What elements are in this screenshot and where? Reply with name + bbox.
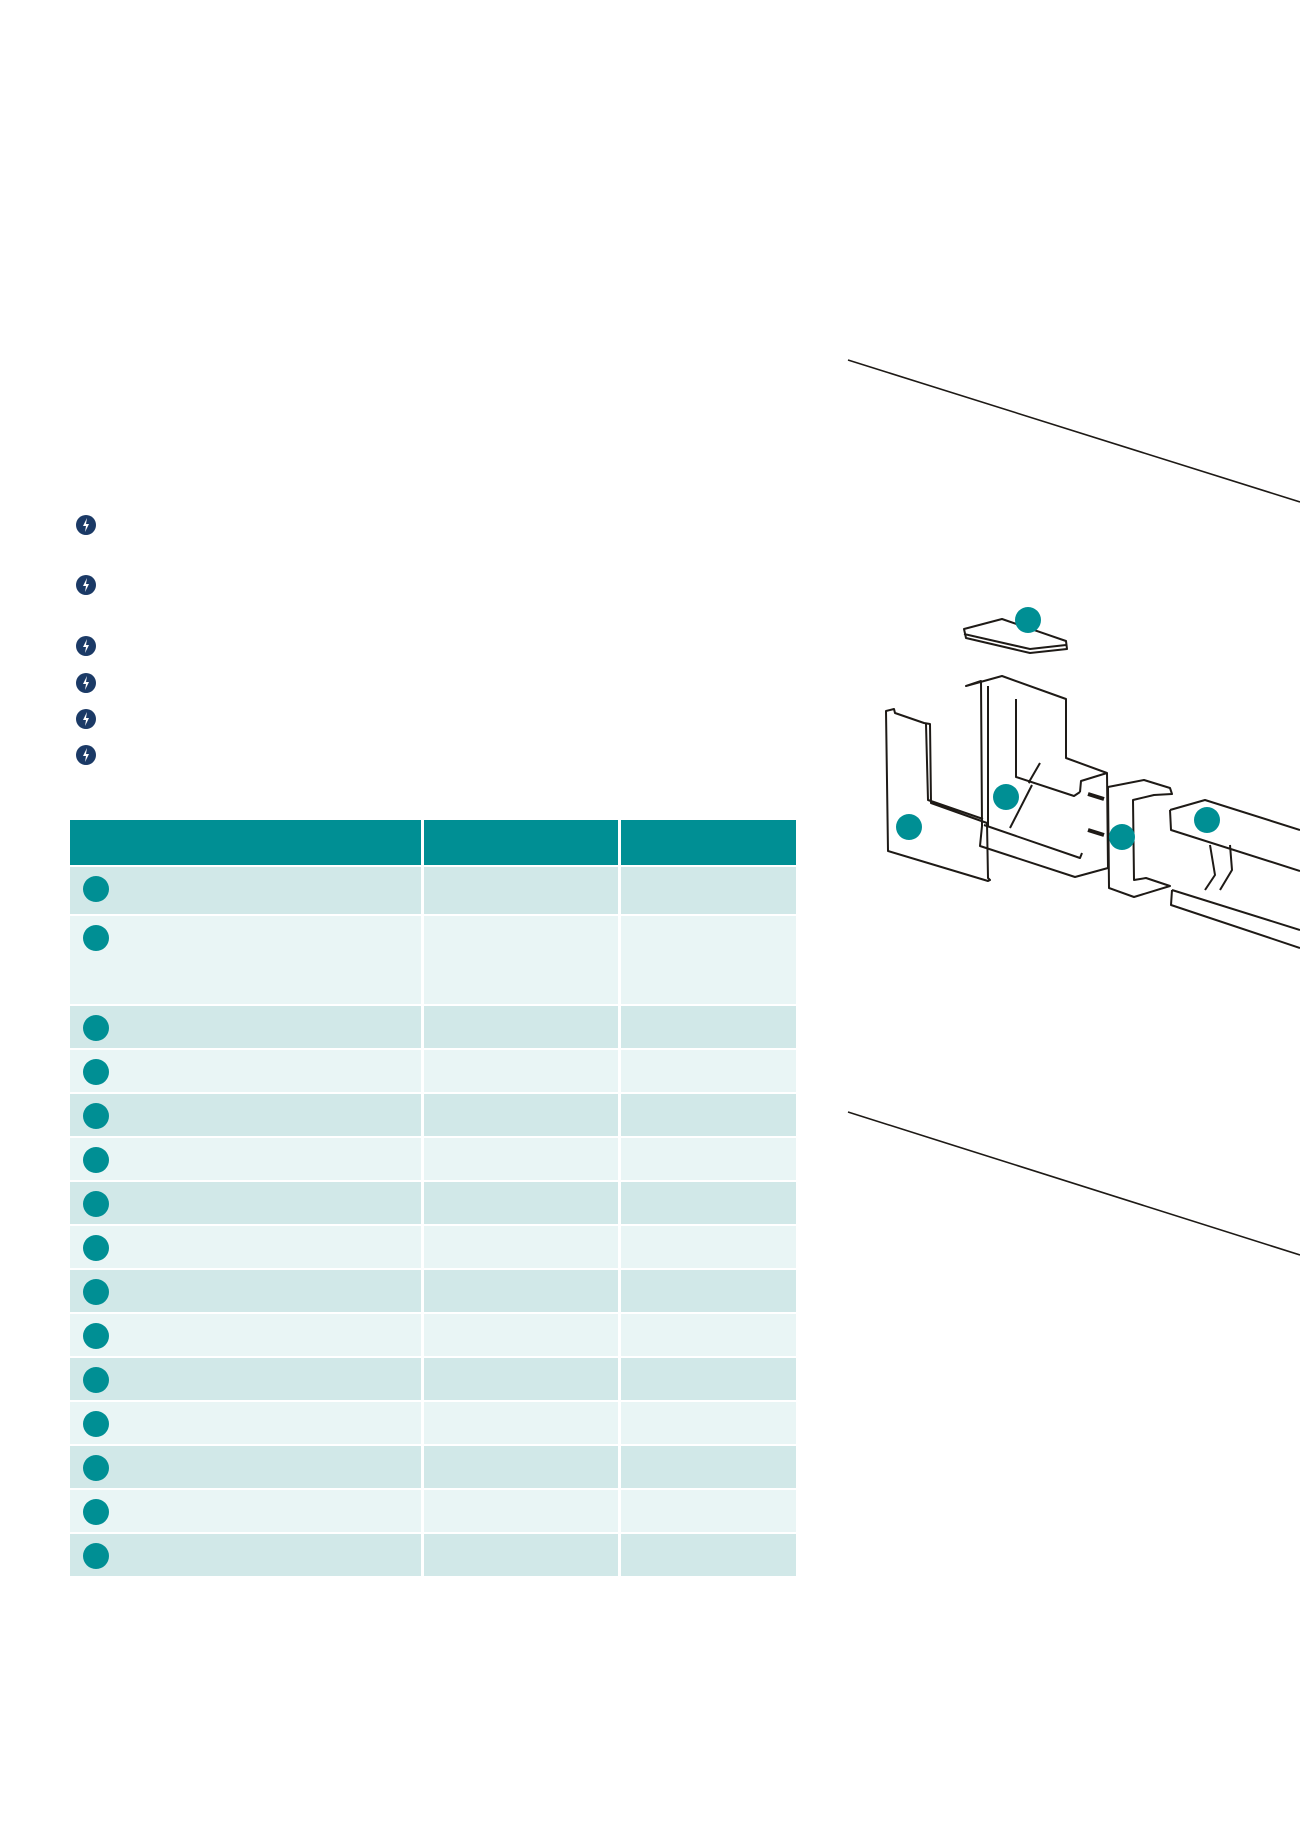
lightning-bullet-icon (76, 745, 96, 765)
slot-detail (1087, 792, 1105, 837)
table-cell (70, 1180, 424, 1225)
table-cell (619, 1048, 796, 1093)
table-cell (619, 1488, 796, 1533)
table-cell (422, 1004, 621, 1049)
lid-part (963, 618, 1068, 654)
lightning-bullet-icon (76, 515, 96, 535)
item-marker-icon (83, 1191, 109, 1217)
divider-line (847, 1111, 1300, 1256)
table-cell (422, 1400, 621, 1445)
item-marker-icon (83, 1147, 109, 1173)
left-cover-part (885, 708, 991, 882)
table-cell (422, 1312, 621, 1357)
table-cell (422, 1092, 621, 1137)
table-cell (70, 1400, 424, 1445)
table-row (70, 1268, 796, 1313)
table-cell (422, 1136, 621, 1181)
table-cell (619, 914, 796, 1005)
table-row (70, 1136, 796, 1181)
table-cell (619, 1004, 796, 1049)
table-body (70, 865, 796, 1576)
table-row (70, 865, 796, 915)
table-cell (422, 1356, 621, 1401)
item-marker-icon (83, 1499, 109, 1525)
item-marker-icon (83, 1103, 109, 1129)
table-row (70, 1400, 796, 1445)
table-cell (619, 865, 796, 915)
table-row (70, 1488, 796, 1533)
item-marker-icon (83, 1235, 109, 1261)
part-marker (1015, 607, 1041, 633)
table-cell (422, 1224, 621, 1269)
header-cell (422, 820, 621, 866)
table-header (70, 820, 796, 866)
table-cell (70, 1312, 424, 1357)
table-cell (619, 1224, 796, 1269)
table-cell (422, 1048, 621, 1093)
table-cell (619, 1180, 796, 1225)
table-cell (422, 914, 621, 1005)
part-marker (1194, 807, 1220, 833)
table-cell (70, 1224, 424, 1269)
table-cell (422, 865, 621, 915)
table-cell (619, 1400, 796, 1445)
item-marker-icon (83, 876, 109, 902)
table-cell (422, 1268, 621, 1313)
table-cell (619, 1532, 796, 1576)
table-cell (422, 1532, 621, 1576)
parts-table (70, 820, 796, 1576)
item-marker-icon (83, 1059, 109, 1085)
table-row (70, 1092, 796, 1137)
table-cell (422, 1180, 621, 1225)
table-row (70, 1048, 796, 1093)
table-cell (422, 1444, 621, 1489)
table-cell (70, 1092, 424, 1137)
divider-line (847, 359, 1300, 503)
part-marker (1109, 824, 1135, 850)
table-cell (619, 1444, 796, 1489)
item-marker-icon (83, 1543, 109, 1569)
table-cell (619, 1356, 796, 1401)
table-row (70, 914, 796, 1005)
lightning-bullet-icon (76, 575, 96, 595)
table-cell (619, 1092, 796, 1137)
table-cell (70, 1488, 424, 1533)
table-cell (70, 865, 424, 915)
item-marker-icon (83, 1455, 109, 1481)
table-cell (70, 1268, 424, 1313)
table-row (70, 1004, 796, 1049)
table-cell (70, 914, 424, 1005)
item-marker-icon (83, 925, 109, 951)
table-cell (70, 1048, 424, 1093)
lightning-bullet-icon (76, 636, 96, 656)
table-cell (70, 1532, 424, 1576)
table-row (70, 1356, 796, 1401)
item-marker-icon (83, 1279, 109, 1305)
table-row (70, 1180, 796, 1225)
table-cell (70, 1004, 424, 1049)
table-cell (70, 1136, 424, 1181)
header-cell (70, 820, 424, 866)
table-row (70, 1312, 796, 1357)
table-cell (619, 1268, 796, 1313)
table-row (70, 1532, 796, 1576)
lightning-bullet-icon (76, 709, 96, 729)
item-marker-icon (83, 1015, 109, 1041)
item-marker-icon (83, 1367, 109, 1393)
table-cell (619, 1136, 796, 1181)
table-cell (70, 1444, 424, 1489)
part-marker (993, 784, 1019, 810)
table-row (70, 1444, 796, 1489)
table-row (70, 1224, 796, 1269)
table-cell (70, 1356, 424, 1401)
table-cell (619, 1312, 796, 1357)
lightning-bullet-icon (76, 673, 96, 693)
part-marker (896, 814, 922, 840)
table-cell (422, 1488, 621, 1533)
trunking-part (1169, 799, 1300, 949)
item-marker-icon (83, 1411, 109, 1437)
header-cell (619, 820, 796, 866)
item-marker-icon (83, 1323, 109, 1349)
